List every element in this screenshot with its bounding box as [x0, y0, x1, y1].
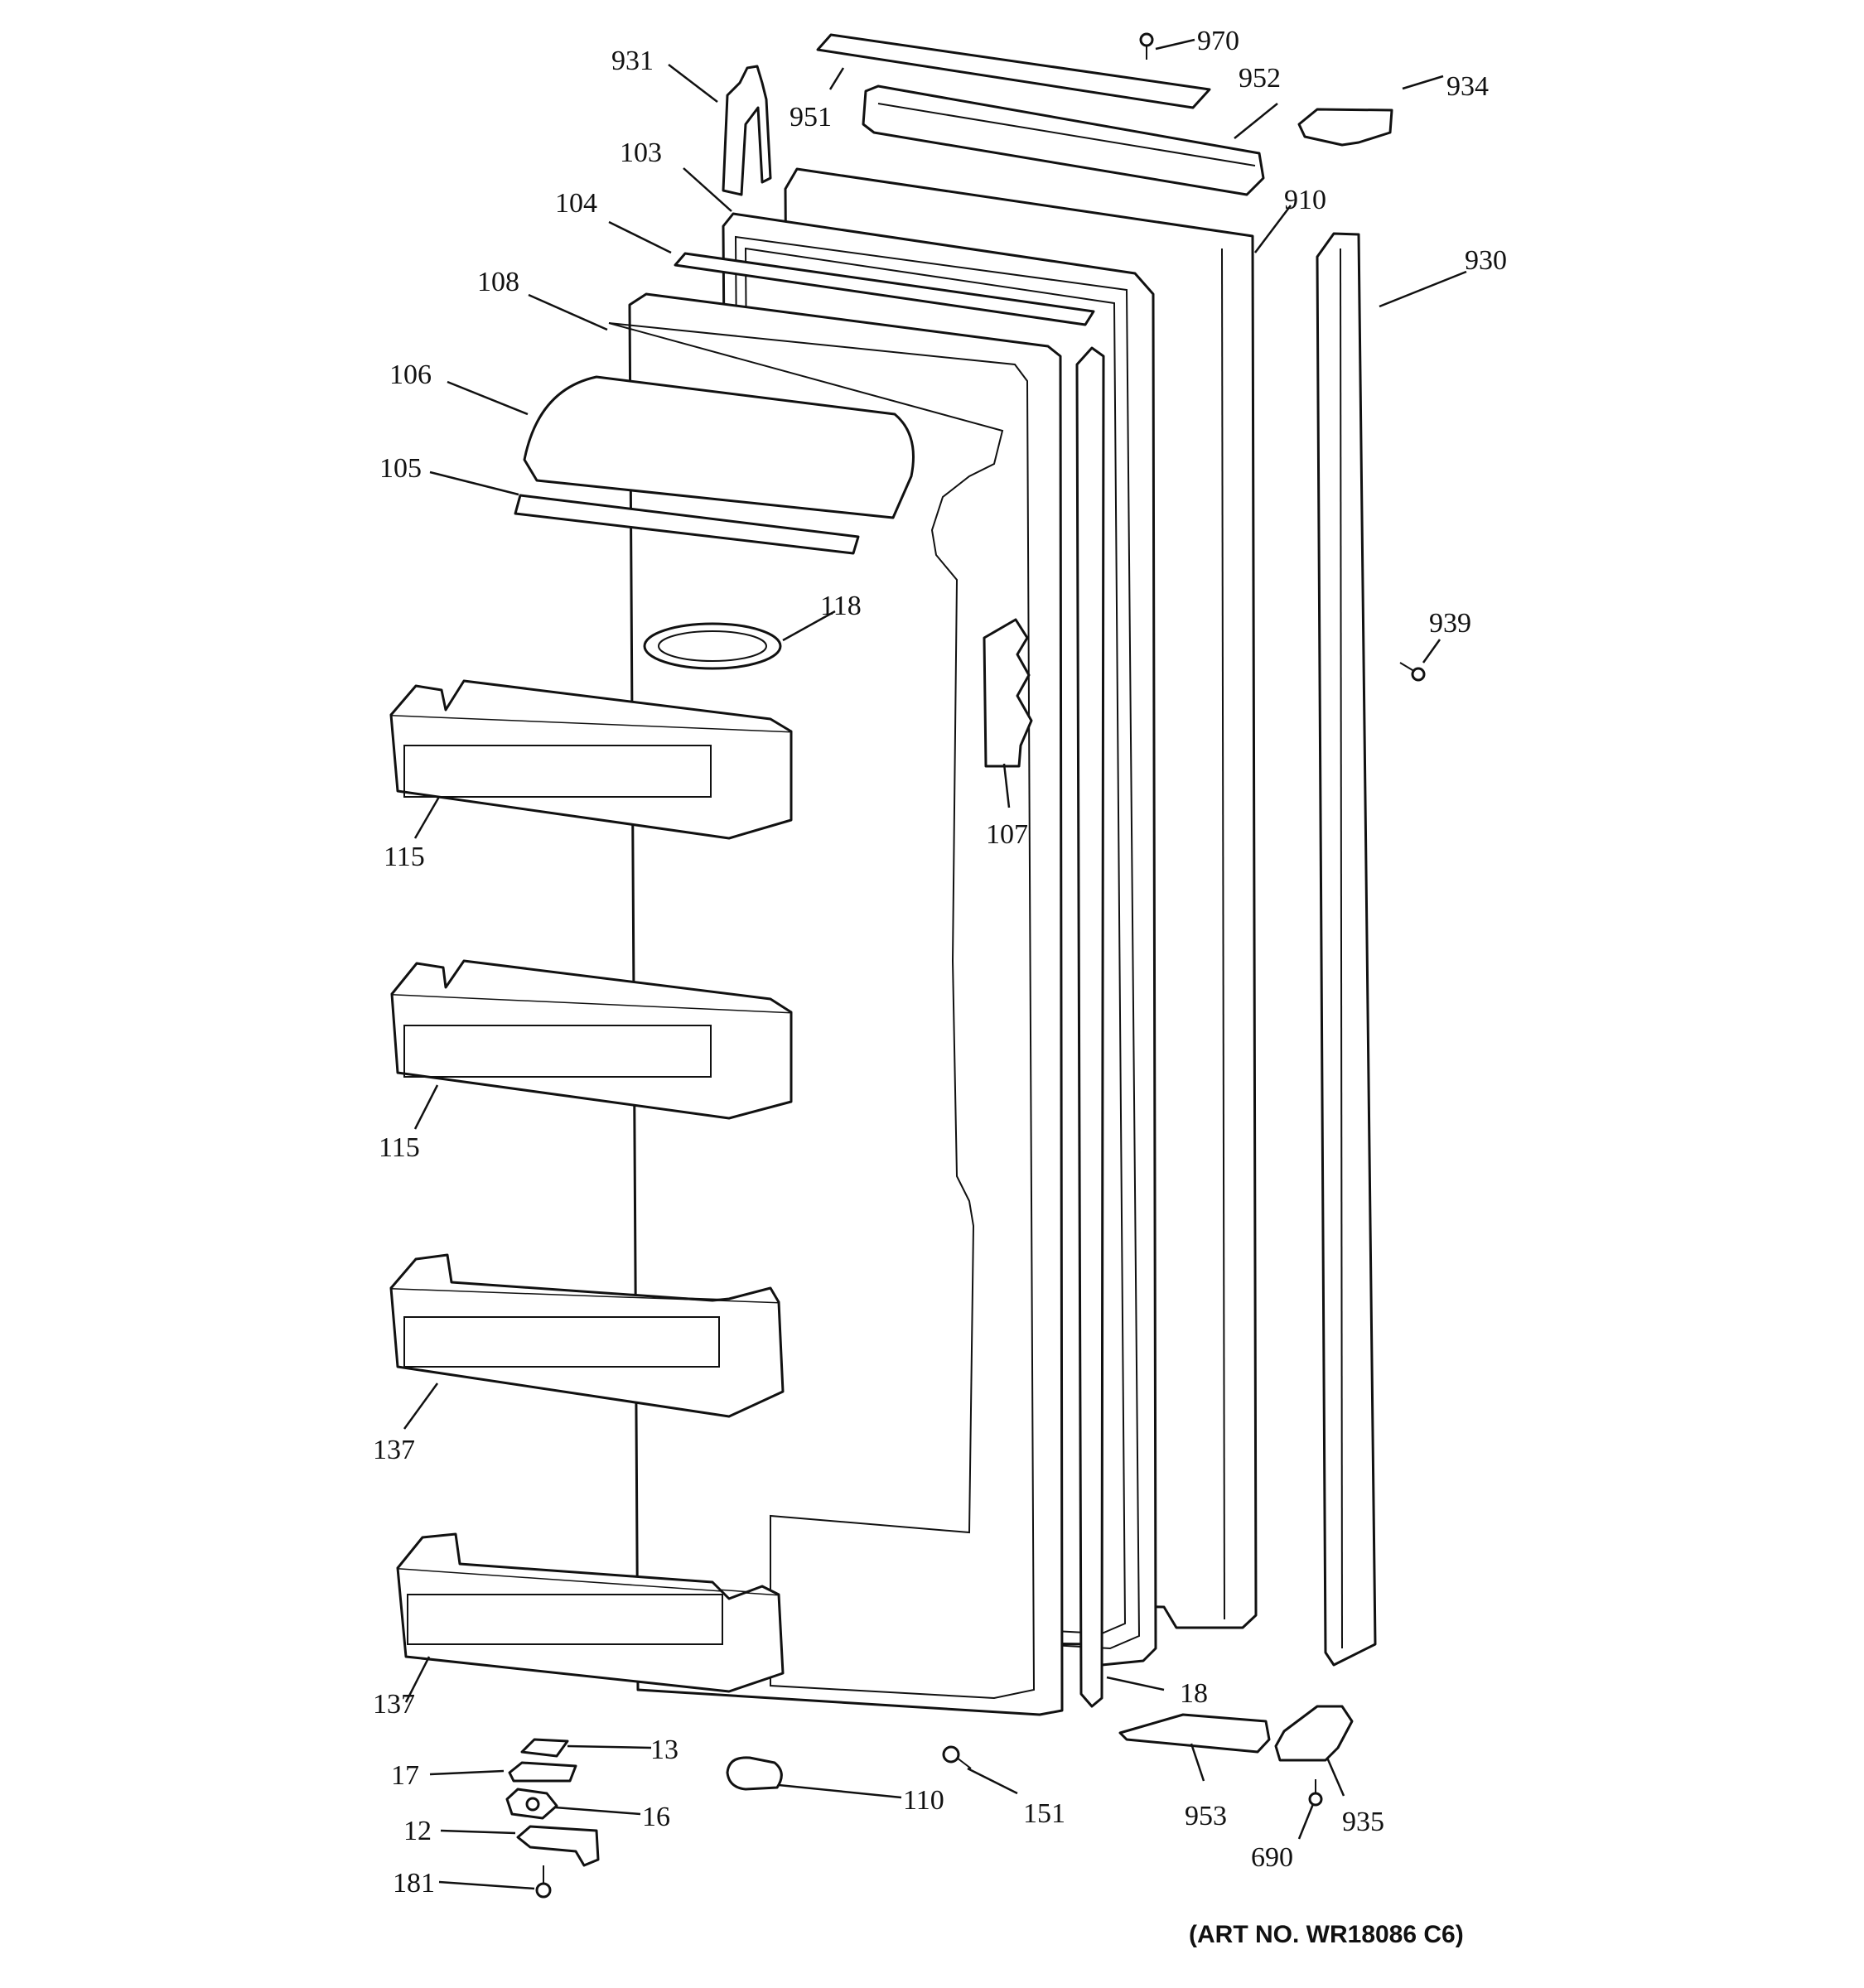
callout-105: 105	[379, 453, 422, 484]
callout-16: 16	[642, 1802, 670, 1832]
callout-931: 931	[611, 46, 654, 76]
part-935-end-cap	[1274, 1705, 1354, 1762]
callout-137a: 137	[373, 1435, 415, 1465]
part-934-end-cap	[1297, 108, 1393, 147]
callout-115a: 115	[384, 842, 425, 872]
part-12-hinge	[516, 1825, 600, 1867]
part-953-bottom-trim	[1118, 1713, 1271, 1754]
part-951-top-cap	[816, 33, 1211, 109]
part-690-screw	[1308, 1779, 1323, 1807]
callout-115b: 115	[379, 1132, 420, 1163]
part-107-insert	[983, 618, 1033, 768]
callout-108: 108	[477, 267, 519, 297]
callout-935: 935	[1342, 1807, 1384, 1837]
part-151-screw	[942, 1745, 972, 1769]
part-931-trim	[722, 65, 772, 196]
callout-13: 13	[650, 1735, 678, 1765]
part-105-hinge-bar	[514, 494, 860, 555]
callout-151: 151	[1023, 1798, 1065, 1829]
callout-110: 110	[903, 1785, 944, 1816]
part-16-cam	[505, 1788, 558, 1820]
callout-12: 12	[403, 1816, 432, 1846]
callout-939: 939	[1429, 608, 1471, 639]
callout-104: 104	[555, 188, 597, 219]
part-118-cover	[643, 622, 782, 670]
callout-labels: 931 951 970 952 934 103 104 108 910 930 …	[373, 26, 1507, 1899]
part-115-bin-upper	[389, 679, 793, 840]
callout-103: 103	[620, 138, 662, 168]
part-970-screw	[1139, 32, 1154, 60]
callout-137b: 137	[373, 1689, 415, 1720]
callout-953: 953	[1185, 1801, 1227, 1831]
part-939-screw	[1399, 662, 1426, 682]
part-952-handle-trim	[862, 84, 1265, 196]
callout-970: 970	[1197, 26, 1239, 56]
part-115-bin-lower	[390, 959, 793, 1120]
part-137-shelf-lower	[396, 1532, 785, 1693]
callout-952: 952	[1239, 63, 1281, 94]
callout-17: 17	[391, 1760, 419, 1791]
callout-930: 930	[1465, 245, 1507, 276]
leader-lines	[403, 38, 1467, 1890]
callout-181: 181	[393, 1868, 435, 1899]
art-number: (ART NO. WR18086 C6)	[1189, 1921, 1464, 1948]
part-104-breaker-strip	[674, 252, 1095, 326]
callout-934: 934	[1446, 71, 1489, 102]
callout-910: 910	[1284, 185, 1326, 215]
part-17-shim	[508, 1761, 577, 1783]
part-18-strip	[1075, 346, 1105, 1708]
callout-118: 118	[820, 591, 862, 621]
callout-951: 951	[790, 102, 832, 133]
part-110-stop	[726, 1756, 783, 1791]
part-106-dairy-door	[523, 375, 915, 519]
part-137-shelf-upper	[389, 1253, 785, 1418]
part-13-plate	[520, 1738, 569, 1758]
part-181-screw	[535, 1865, 552, 1899]
callout-690: 690	[1251, 1842, 1293, 1873]
callout-18: 18	[1180, 1678, 1208, 1709]
callout-106: 106	[389, 359, 432, 390]
part-930-side-trim	[1316, 232, 1377, 1667]
callout-107: 107	[986, 819, 1028, 850]
